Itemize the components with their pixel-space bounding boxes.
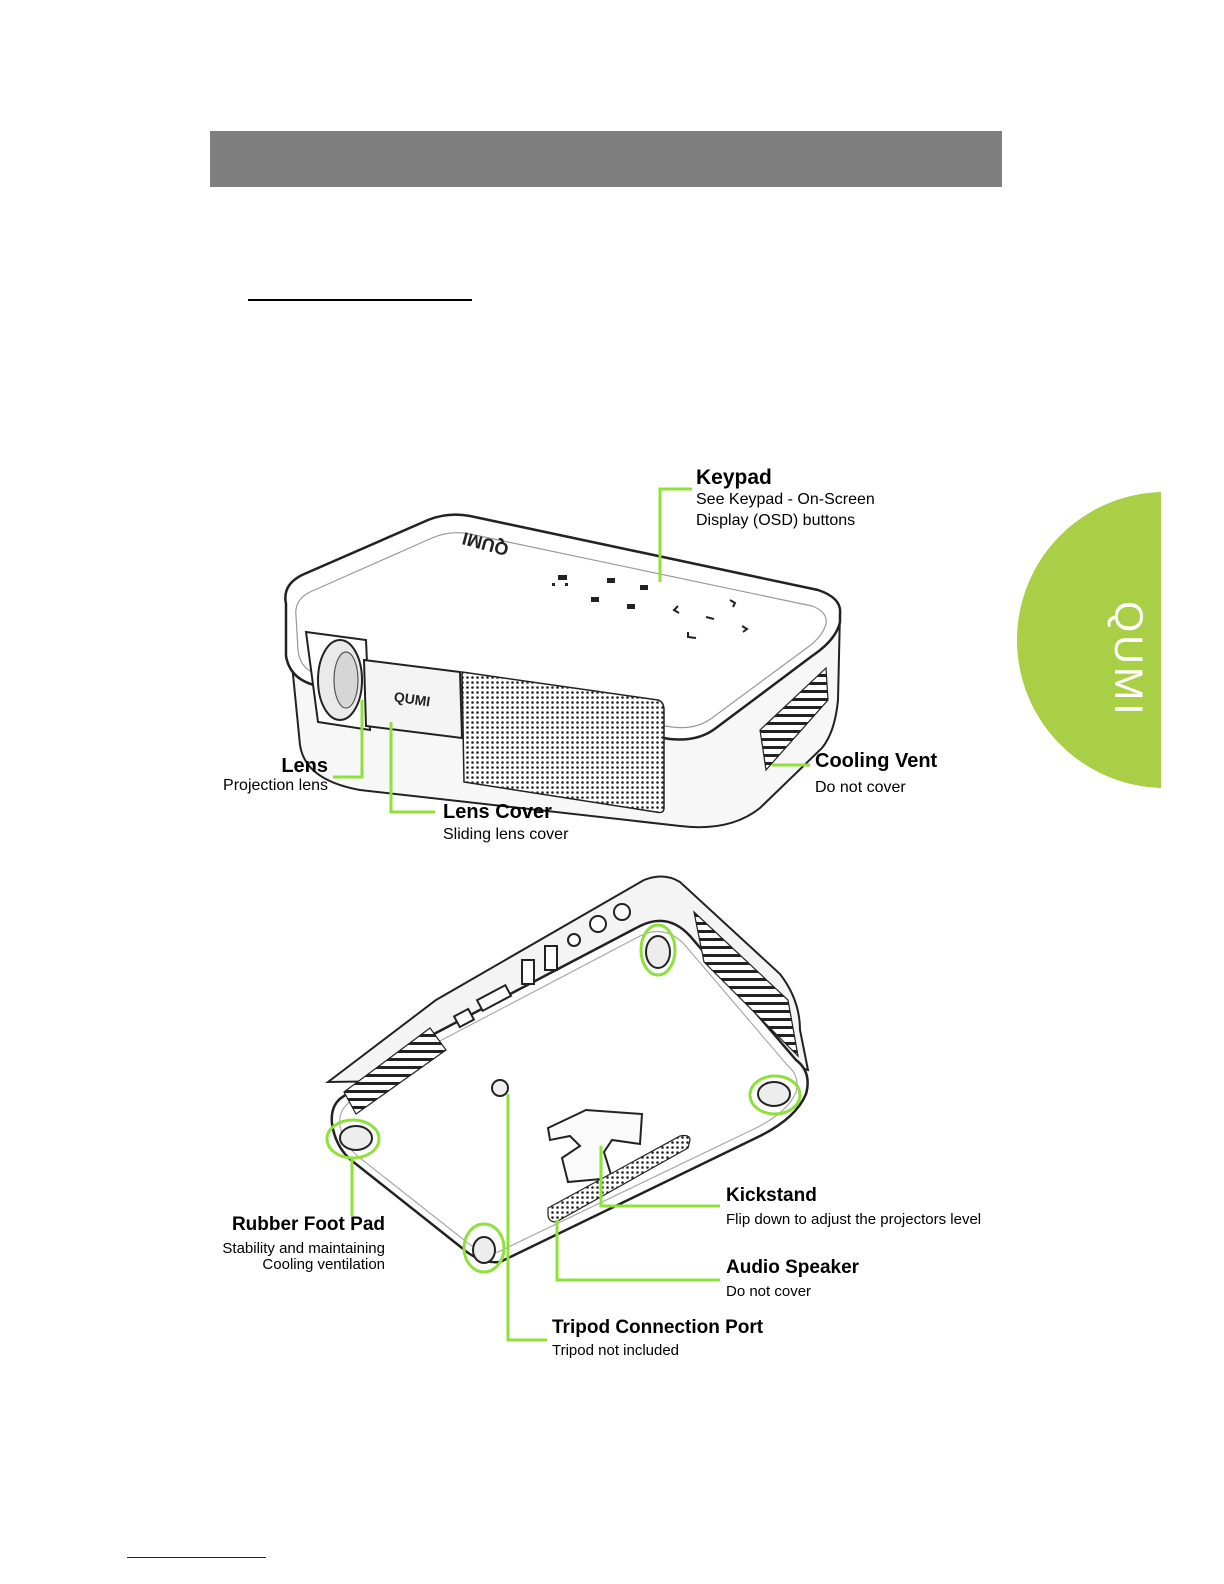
tripod-socket xyxy=(491,1079,509,1097)
keypad-button xyxy=(627,604,635,609)
keypad-label: Keypad xyxy=(696,466,772,489)
foot-pad-front-right xyxy=(472,1236,496,1264)
keypad-buttons xyxy=(552,575,749,639)
lens-leader-line xyxy=(333,700,364,779)
kickstand-leader-line xyxy=(599,1146,720,1208)
kickstand-label: Kickstand xyxy=(726,1185,817,1206)
keypad-led xyxy=(552,583,555,586)
rubber-foot-pad-desc-line1: Stability and maintaining xyxy=(222,1240,385,1257)
bottom-view-leader-lines xyxy=(325,923,802,1342)
port-dc xyxy=(613,903,631,921)
audio-speaker-desc: Do not cover xyxy=(726,1283,812,1300)
tripod-port-leader-line xyxy=(506,1094,547,1342)
tripod-port-desc: Tripod not included xyxy=(552,1342,680,1359)
section-heading-underline xyxy=(248,299,472,301)
rubber-foot-pad-desc-line2: Cooling ventilation xyxy=(262,1256,385,1273)
cooling-vent-label: Cooling Vent xyxy=(815,750,938,772)
lens-label: Lens xyxy=(281,755,328,777)
keypad-arrow-down-icon xyxy=(687,632,697,639)
keypad-leader-line xyxy=(658,487,692,582)
keypad-desc-line2: Display (OSD) buttons xyxy=(696,512,856,529)
keypad-arrow-right-icon xyxy=(741,625,749,633)
projector-bottom-view xyxy=(324,875,810,1264)
side-cooling-vent xyxy=(759,666,829,772)
keypad-arrow-left-icon xyxy=(672,605,680,614)
keypad-button xyxy=(640,585,648,590)
port-usb-2 xyxy=(544,945,558,971)
audio-speaker-label: Audio Speaker xyxy=(726,1257,860,1278)
lens-inner-ring xyxy=(333,651,359,709)
keypad-led xyxy=(565,583,568,586)
lens-cover-panel xyxy=(362,658,464,740)
rear-vent-left xyxy=(343,1027,447,1115)
foot-pad-highlight xyxy=(639,923,677,977)
rubber-foot-pad-label: Rubber Foot Pad xyxy=(231,1214,385,1235)
keypad-center-icon xyxy=(705,616,715,620)
bottom-panel xyxy=(330,919,809,1264)
bottom-panel-edge xyxy=(339,930,798,1253)
foot-pad-front-left xyxy=(339,1125,373,1151)
port-power xyxy=(452,1007,476,1029)
foot-pad-rear-right xyxy=(757,1081,791,1107)
projector-top-view: QUMI QUMI xyxy=(284,513,842,829)
footer-link-underline xyxy=(127,1557,266,1558)
audio-speaker-grill xyxy=(547,1134,691,1223)
lens-cover-logo: QUMI xyxy=(393,689,431,710)
top-view-leader-lines xyxy=(333,487,810,814)
lens-cover-desc: Sliding lens cover xyxy=(443,826,569,843)
port-usb-1 xyxy=(521,959,535,985)
foot-pad-highlight xyxy=(462,1222,506,1274)
cooling-vent-desc: Do not cover xyxy=(815,779,906,796)
keypad-desc-line1: See Keypad - On-Screen xyxy=(696,491,875,508)
foot-pad-highlight xyxy=(748,1074,802,1116)
port-av xyxy=(589,915,607,933)
port-hdmi xyxy=(475,983,513,1013)
front-grill xyxy=(461,671,665,814)
keypad-arrow-up-icon xyxy=(729,599,737,608)
section-header-band xyxy=(210,131,1002,187)
io-ports xyxy=(452,903,631,1029)
lens-cover-label: Lens Cover xyxy=(443,801,552,823)
foot-pad-rear-left xyxy=(645,935,671,969)
rubber-feet xyxy=(339,935,791,1264)
keypad-button xyxy=(607,578,615,583)
kickstand-desc: Flip down to adjust the projectors level xyxy=(726,1211,982,1228)
rear-vent-right xyxy=(693,910,799,1058)
keypad-button xyxy=(558,575,567,580)
port-audio xyxy=(567,933,581,947)
audio-speaker-leader-line xyxy=(555,1220,720,1282)
brand-side-tab xyxy=(1017,492,1161,788)
lens-cover-leader-line xyxy=(389,722,435,814)
keypad-button xyxy=(591,597,599,602)
tripod-port-label: Tripod Connection Port xyxy=(552,1317,764,1338)
lens-desc: Projection lens xyxy=(223,777,328,794)
